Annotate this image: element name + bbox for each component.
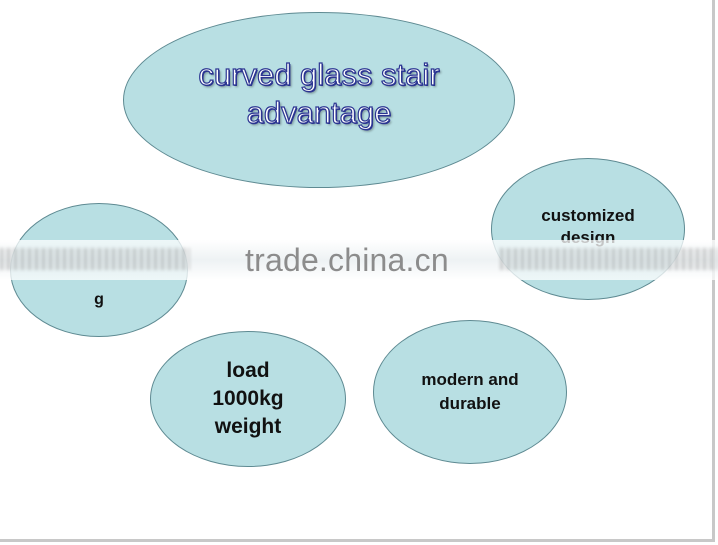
watermark-text: trade.china.cn <box>245 242 449 278</box>
load-capacity-bubble: load 1000kg weight <box>150 331 346 467</box>
watermark-smudge-left <box>0 248 190 270</box>
modern-durable-bubble: modern and durable <box>373 320 567 464</box>
watermark-band <box>0 240 718 280</box>
title-text: curved glass stair advantage <box>198 56 440 130</box>
title-bubble: curved glass stair advantage <box>123 12 515 188</box>
modern-durable-text: modern and durable <box>421 370 519 413</box>
watermark-smudge-right <box>500 248 718 270</box>
load-capacity-text: load 1000kg weight <box>212 359 284 438</box>
left-bubble-text: g <box>94 291 104 308</box>
